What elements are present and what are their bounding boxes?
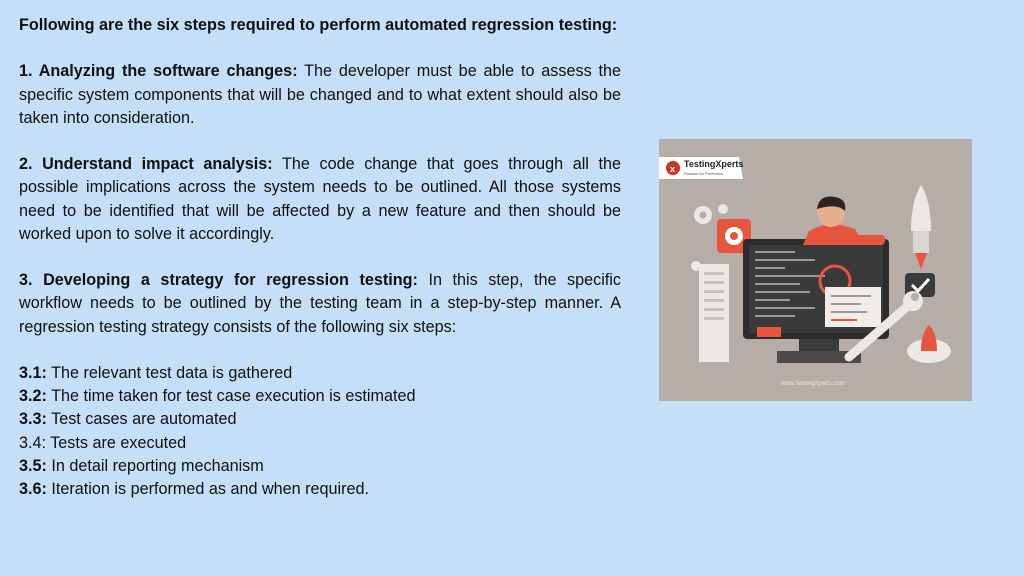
step-number: 3.2: (19, 387, 47, 406)
step-text: In detail reporting mechanism (46, 456, 264, 475)
section-2-heading: 2. Understand impact analysis: (19, 155, 273, 174)
step-text: The relevant test data is gathered (46, 363, 293, 382)
step-number: 3.5: (19, 456, 47, 475)
server-rack (699, 264, 729, 362)
logo-name: TestingXperts (684, 159, 743, 169)
step-item: 3.5: In detail reporting mechanism (19, 455, 621, 478)
step-item: 3.6: Iteration is performed as and when … (19, 478, 621, 501)
wrench-icon (844, 291, 923, 362)
step-item: 3.1: The relevant test data is gathered (19, 362, 621, 385)
steps-list: 3.1: The relevant test data is gathered … (19, 362, 621, 501)
step-text: Test cases are automated (46, 410, 237, 429)
checklist-card (825, 287, 881, 327)
step-item: 3.2: The time taken for test case execut… (19, 385, 621, 408)
section-1: 1. Analyzing the software changes: The d… (19, 60, 621, 130)
section-3: 3. Developing a strategy for regression … (19, 269, 621, 339)
monitor (743, 239, 889, 363)
check-icon (905, 273, 935, 297)
testingxperts-logo: x TestingXperts Passion for Perfection (659, 157, 743, 179)
step-number: 3.1: (19, 363, 47, 382)
step-item: 3.4: Tests are executed (19, 432, 621, 455)
illustration-svg: x TestingXperts Passion for Perfection (659, 157, 951, 387)
regression-testing-illustration: x TestingXperts Passion for Perfection (659, 139, 972, 401)
section-3-heading: 3. Developing a strategy for regression … (19, 271, 418, 290)
step-item: 3.3: Test cases are automated (19, 408, 621, 431)
step-text: 3.4: Tests are executed (19, 433, 187, 452)
settings-gear-icon (717, 219, 751, 253)
section-2-body: The code change that goes through all th… (19, 155, 621, 243)
article-text: Following are the six steps required to … (19, 14, 621, 501)
rocket-icon (911, 185, 931, 269)
section-3-body: In this step, the specific workflow need… (19, 271, 621, 336)
intro-text: Following are the six steps required to … (19, 16, 618, 34)
website-url: www.TestingXperts.com (780, 381, 845, 387)
svg-text:x: x (670, 164, 675, 174)
logo-tagline: Passion for Perfection (684, 171, 723, 176)
step-number: 3.6: (19, 480, 47, 498)
cloud-plant (907, 325, 951, 363)
developer-figure (803, 196, 885, 245)
step-text: Iteration is performed as and when requi… (46, 480, 370, 498)
section-1-body: The developer must be able to assess the… (19, 62, 621, 127)
step-number: 3.3: (19, 410, 47, 429)
section-2: 2. Understand impact analysis: The code … (19, 153, 621, 246)
step-text: The time taken for test case execution i… (46, 387, 416, 406)
intro-paragraph: Following are the six steps required to … (19, 14, 621, 37)
section-1-heading: 1. Analyzing the software changes: (19, 62, 298, 81)
gear-icon (691, 204, 728, 271)
